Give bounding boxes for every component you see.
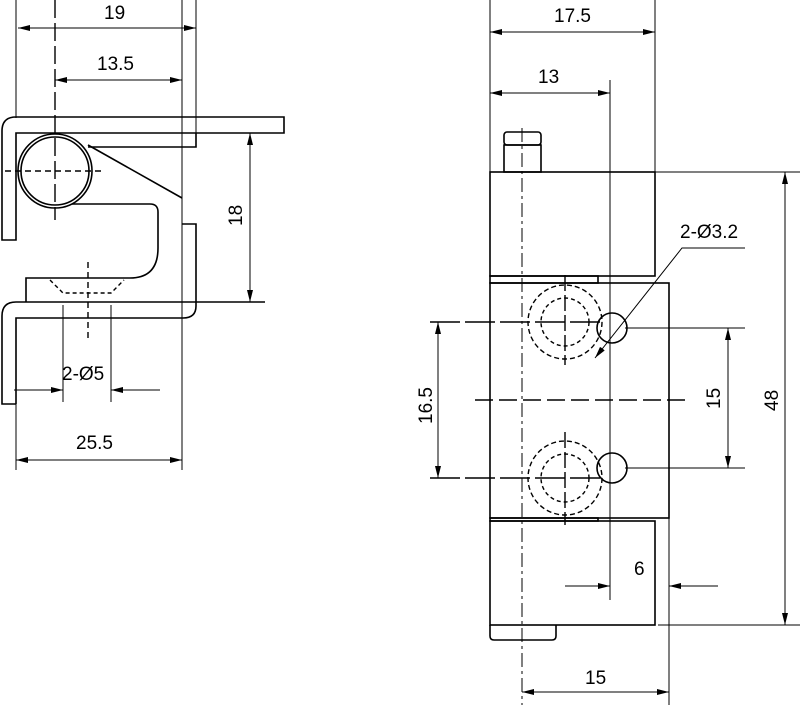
front-view: 17.5 13 16.5 15 48 2-Ø3.2 6 15	[416, 0, 800, 705]
dim-15-vertical: 15	[704, 388, 725, 409]
mount-hole-lower	[596, 452, 628, 484]
upper-leaf	[489, 171, 656, 277]
dim-15-bottom: 15	[585, 668, 606, 689]
dim-48: 48	[762, 390, 783, 411]
dim-19: 19	[104, 3, 125, 24]
dim-13-5: 13.5	[97, 54, 134, 75]
dim-16-5: 16.5	[416, 387, 437, 424]
hook	[25, 203, 159, 302]
dim-6: 6	[634, 559, 645, 580]
mount-hole-upper	[596, 312, 628, 344]
dim-18: 18	[226, 205, 247, 226]
dim-2-o3-2: 2-Ø3.2	[680, 222, 738, 243]
dim-17-5: 17.5	[554, 6, 591, 27]
dim-25-5: 25.5	[76, 433, 113, 454]
bottom-plate	[1, 301, 265, 405]
side-view: 19 13.5 18 2-Ø5 25.5	[1, 0, 285, 470]
dim-13: 13	[538, 67, 559, 88]
lower-leaf	[489, 520, 656, 626]
dim-2-o5: 2-Ø5	[62, 364, 104, 385]
top-plate	[1, 116, 285, 241]
